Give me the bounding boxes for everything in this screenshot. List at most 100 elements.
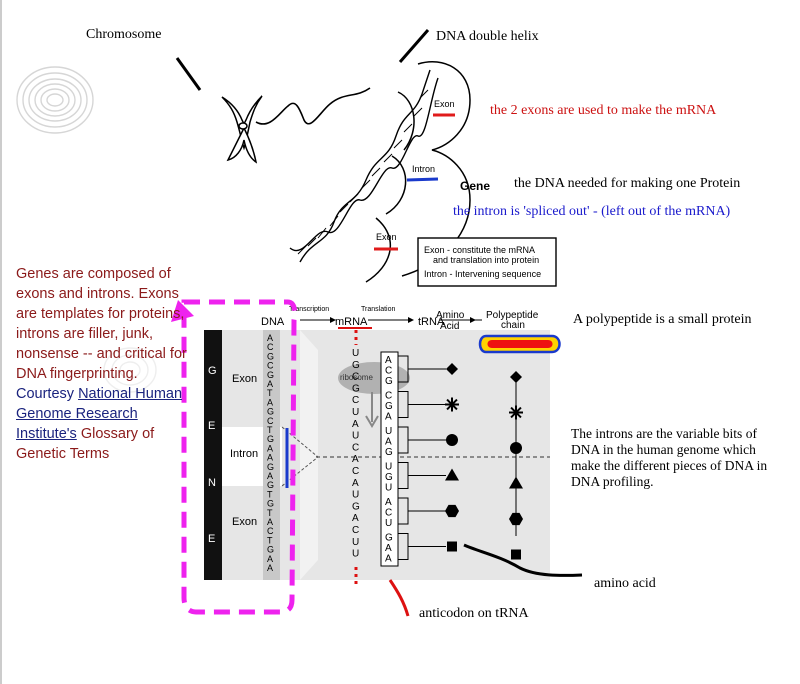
gene-highlight-arrowhead (171, 300, 194, 322)
dna-base: C (267, 526, 274, 536)
mrna-base: G (352, 383, 360, 394)
flow-trna: tRNA (418, 316, 445, 328)
dna-base: T (267, 388, 273, 398)
amino-acid-square (511, 549, 521, 560)
trna-base: U (385, 462, 392, 473)
legend-line-3: Intron - Intervening sequence (424, 269, 541, 279)
mrna-base: U (352, 348, 359, 359)
flow-arrowhead-2 (408, 317, 414, 323)
dna-base: A (267, 453, 273, 463)
dna-base: A (267, 443, 273, 453)
intron-label: Intron (412, 164, 435, 174)
label-dna-double-helix: DNA double helix (436, 29, 539, 44)
helix-pointer (398, 29, 430, 63)
chromosome-pointer (175, 57, 202, 91)
trna-base: G (385, 447, 393, 458)
mrna-base: U (352, 407, 359, 418)
mrna-base: C (352, 372, 359, 383)
flow-amino-2: Acid (440, 321, 459, 332)
trna-base: A (385, 437, 392, 448)
sidebar-link-nhgri[interactable]: National Human Genome Research Institute… (16, 386, 183, 442)
trna-base: A (385, 497, 392, 508)
amino-acid-star (445, 397, 459, 412)
dna-base: G (267, 545, 274, 555)
gene-bracket (365, 61, 471, 283)
dna-base: G (267, 462, 274, 472)
mrna-base: C (352, 525, 359, 536)
amino-acid-hexagon (445, 504, 459, 518)
mrna-base: U (352, 537, 359, 548)
dna-strand-column (263, 330, 280, 580)
dna-base: C (267, 361, 274, 371)
segment-exon-1: Exon (232, 373, 257, 385)
dna-base: G (267, 370, 274, 380)
flow-translation: Translation (361, 306, 395, 313)
trna-base: C (385, 391, 392, 402)
dna-base: A (267, 471, 273, 481)
dna-base: A (267, 333, 273, 343)
trna-base: C (385, 366, 392, 377)
dna-base: A (267, 397, 273, 407)
trna-base: U (385, 518, 392, 529)
gene-letter-e2: E (208, 533, 215, 545)
exon-bottom-label: Exon (376, 232, 397, 242)
note-gene: the DNA needed for making one Protein (514, 176, 741, 191)
polypeptide-highlight-inner (487, 340, 553, 348)
sidebar-description: Genes are composed of exons and introns.… (16, 264, 191, 464)
segment-intron: Intron (230, 448, 258, 460)
mrna-base: U (352, 431, 359, 442)
trna-base: U (385, 426, 392, 437)
gene-highlight-dashed (181, 299, 298, 615)
mrna-base: C (352, 442, 359, 453)
gene-letter-e1: E (208, 420, 215, 432)
sidebar-text-1: Genes are composed of exons and introns.… (16, 266, 187, 382)
ribosome-arrow (365, 392, 379, 428)
legend-box (417, 237, 557, 287)
dna-base: C (267, 342, 274, 352)
dna-base: A (267, 563, 273, 573)
note-polypeptide: A polypeptide is a small protein (573, 312, 752, 327)
mrna-base: A (352, 419, 359, 430)
label-chromosome: Chromosome (86, 27, 162, 42)
fingerprint-watermark-icon (16, 66, 94, 134)
note-amino-acid: amino acid (594, 576, 656, 591)
mrna-base: U (352, 549, 359, 560)
trna-base: A (385, 355, 392, 366)
dna-base: T (267, 425, 273, 435)
amino-acid-diamond (510, 371, 522, 383)
mrna-base: C (352, 395, 359, 406)
dna-base: G (267, 351, 274, 361)
segment-exon-2: Exon (232, 516, 257, 528)
mrna-base: U (352, 490, 359, 501)
ribosome-label: ribosome (340, 373, 373, 382)
note-exons: the 2 exons are used to make the mRNA (490, 103, 717, 118)
dna-base: G (267, 480, 274, 490)
gene-letter-g: G (208, 365, 217, 377)
legend-line-2: and translation into protein (433, 255, 539, 265)
fingerprint-watermark-2-icon (103, 347, 157, 393)
gene-label: Gene (460, 179, 490, 193)
chromatin-thread (255, 87, 371, 125)
mrna-base: G (352, 501, 360, 512)
flow-mrna: mRNA (335, 316, 368, 328)
flow-arrowhead-1 (330, 317, 336, 323)
amino-acid-triangle (445, 468, 459, 481)
gene-bar (204, 330, 222, 580)
flow-transcription: Transcription (289, 306, 329, 313)
trna-column (380, 351, 399, 567)
trna-base: C (385, 508, 392, 519)
dna-base: C (267, 416, 274, 426)
flow-polypeptide-2: chain (501, 320, 525, 331)
dna-base: T (267, 489, 273, 499)
mrna-base: A (352, 454, 359, 465)
chromosome-icon (221, 95, 263, 164)
dna-base: G (267, 407, 274, 417)
note-intron: the intron is 'spliced out' - (left out … (453, 204, 731, 219)
trna-base: G (385, 533, 393, 544)
mrna-base: C (352, 466, 359, 477)
dna-base: A (267, 554, 273, 564)
flow-dna: DNA (261, 316, 285, 328)
